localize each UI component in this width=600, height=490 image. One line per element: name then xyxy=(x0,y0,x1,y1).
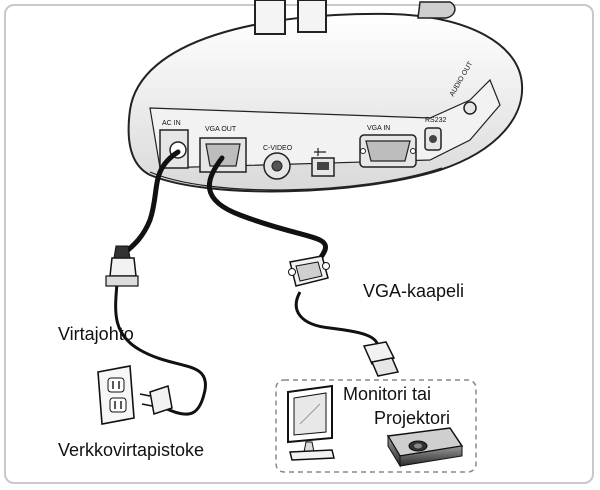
monitor-or-label: Monitori tai xyxy=(343,384,432,404)
c-video-port xyxy=(263,152,291,180)
vga-cable-label: VGA-kaapeli xyxy=(363,281,465,301)
projector-label: Projektori xyxy=(374,408,451,428)
c-video-port-label: C-VIDEO xyxy=(263,145,293,152)
monitor-icon xyxy=(287,384,335,461)
wall-outlet-icon xyxy=(97,365,135,425)
vga-out-port-label: VGA OUT xyxy=(205,126,237,133)
rs232-port-label: RS232 xyxy=(425,117,447,124)
usb-port xyxy=(311,148,335,177)
vga-in-port-label: VGA IN xyxy=(367,125,390,132)
vga-cable xyxy=(206,155,400,377)
projector-icon xyxy=(386,427,464,468)
wall-outlet-label: Verkkovirtapistoke xyxy=(58,440,205,460)
display-devices-group xyxy=(275,379,477,473)
power-cord xyxy=(105,149,207,416)
ac-in-port-label: AC IN xyxy=(162,120,181,127)
rs232-port xyxy=(424,127,442,151)
vga-in-port xyxy=(359,134,417,168)
audio-out-port xyxy=(463,101,477,115)
power-cord-label: Virtajohto xyxy=(58,324,134,344)
vga-out-port xyxy=(199,137,247,173)
